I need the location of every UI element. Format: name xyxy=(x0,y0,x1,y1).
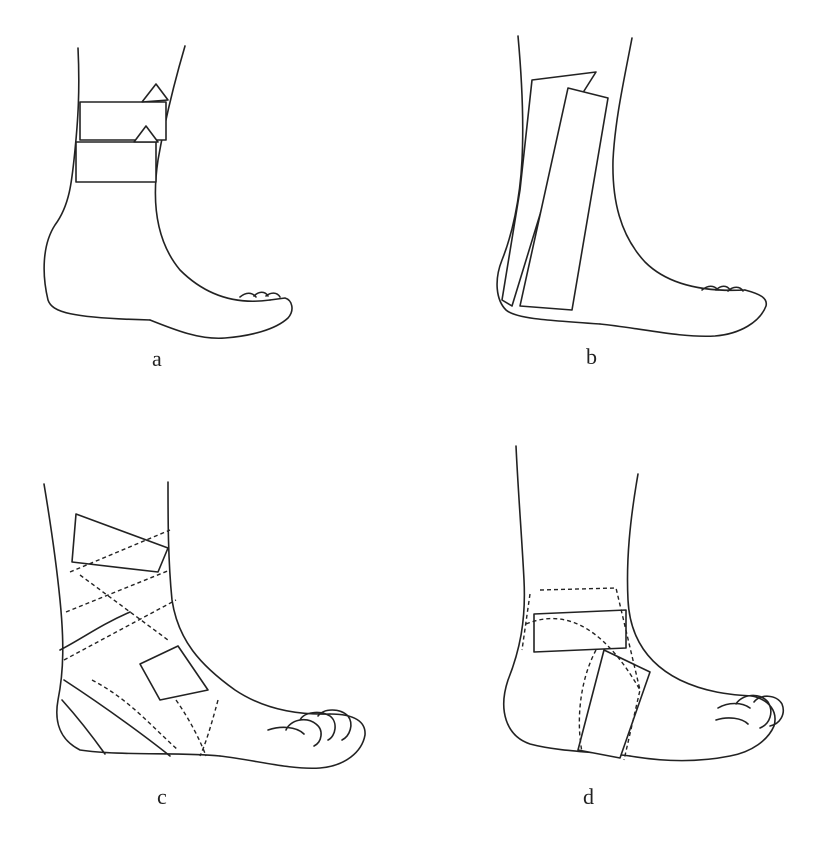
panel-d-leg-back-line xyxy=(503,445,631,757)
panel-b-toes xyxy=(701,285,744,292)
panel-b-label: b xyxy=(586,344,597,369)
panel-c-wrap-line-1 xyxy=(63,679,171,757)
panel-c-dashed-wrap-5 xyxy=(91,679,179,751)
panel-a-sole-line xyxy=(149,297,293,340)
panel-a-toes xyxy=(239,291,281,298)
panel-b-leg-front-line xyxy=(612,37,746,292)
panel-c-label: c xyxy=(157,784,167,809)
panel-b-drawing xyxy=(496,35,768,338)
panel-a-leg-back-line xyxy=(43,47,151,321)
panel-d-dashed-strap-1 xyxy=(539,587,641,761)
panel-c-tape-strip-lower xyxy=(139,645,209,701)
panel-a-label: a xyxy=(152,346,162,371)
panel-c-leg-front-line xyxy=(167,481,331,715)
panel-a-tape-strip-middle xyxy=(75,141,157,183)
panel-c-dashed-wrap-2 xyxy=(65,569,171,613)
panel-d-leg-front-line xyxy=(626,473,753,697)
panel-d-toes xyxy=(715,694,785,729)
panel-d-tape-heel-lock xyxy=(533,609,627,653)
panel-c-toes xyxy=(267,709,352,747)
panel-d-sole-line xyxy=(629,695,776,762)
panel-d-dashed-strap-2 xyxy=(521,593,531,651)
panel-c-wrap-line-3 xyxy=(59,611,131,651)
panel-c-dashed-wrap-7 xyxy=(199,699,219,757)
panel-c-leg-back-line xyxy=(43,483,221,757)
panel-a-drawing xyxy=(43,45,293,340)
panel-c-drawing xyxy=(43,481,366,770)
panel-c-dashed-wrap-4 xyxy=(79,574,169,641)
panel-a-tape-tab-middle xyxy=(133,125,159,143)
panel-c-wrap-line-2 xyxy=(61,699,106,755)
panel-a-tape-tab-top xyxy=(141,83,169,103)
panel-b-leg-back-line xyxy=(496,35,601,325)
panel-c-sole-line xyxy=(219,713,366,770)
panel-b-tape-strip-back xyxy=(501,71,597,307)
panel-d-dashed-strap-3 xyxy=(525,617,641,691)
panel-c-tape-strip-upper xyxy=(71,513,169,573)
panel-b-tape-strip-front xyxy=(519,87,609,311)
panel-c-dashed-wrap-6 xyxy=(175,699,207,757)
panel-a-leg-front-line xyxy=(154,45,271,303)
panel-d-dashed-strap-4 xyxy=(578,649,597,753)
panel-a-tape-strip-top xyxy=(79,101,167,141)
panel-c-dashed-wrap-3 xyxy=(63,599,177,661)
panel-d-drawing xyxy=(503,445,785,762)
panel-b-sole-line xyxy=(599,289,768,338)
panel-d-label: d xyxy=(583,784,594,809)
